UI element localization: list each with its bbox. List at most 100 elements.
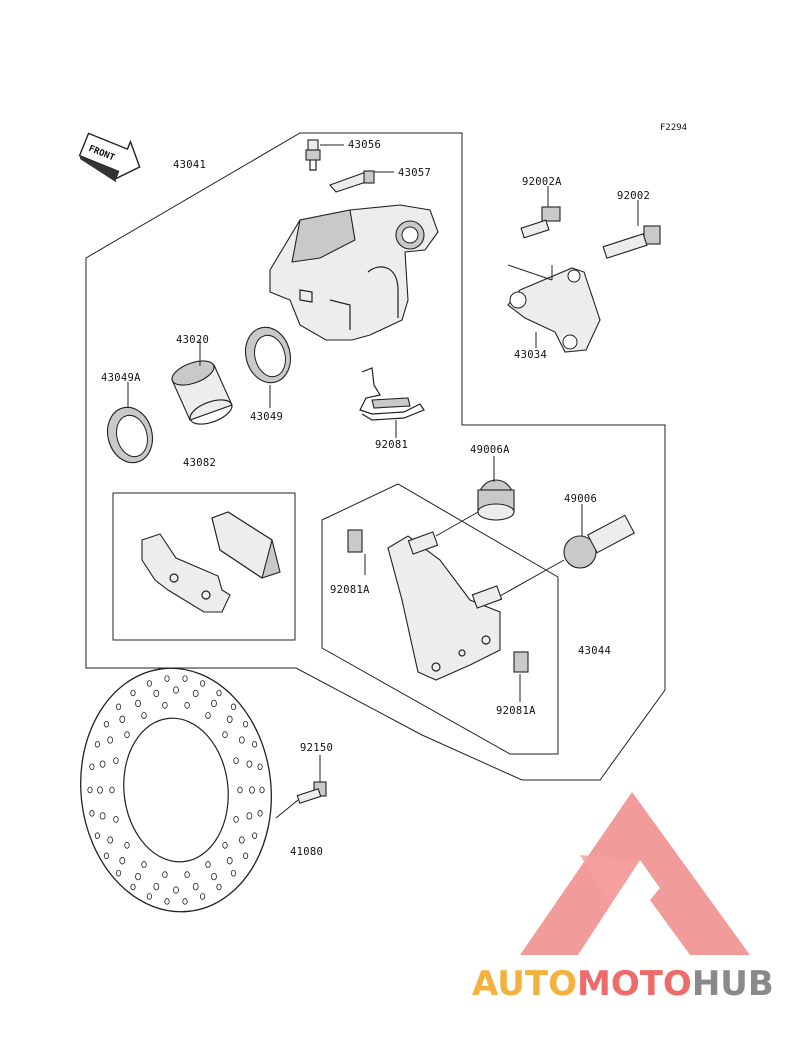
- label-92081: 92081: [375, 439, 408, 451]
- disc-hole: [182, 675, 188, 682]
- label-43082: 43082: [183, 457, 216, 469]
- disc-hole: [192, 689, 199, 698]
- disc-hole: [94, 741, 101, 748]
- disc-hole: [259, 786, 265, 794]
- brake-pads: [141, 511, 281, 613]
- disc-hole: [200, 893, 206, 900]
- disc-hole: [87, 786, 93, 794]
- disc-hole: [115, 703, 122, 711]
- bracket-assembly-frame: [321, 483, 559, 755]
- label-43044: 43044: [578, 645, 611, 657]
- pad-spring: [359, 367, 425, 421]
- label-92150: 92150: [300, 742, 333, 754]
- disc-hole: [238, 836, 245, 844]
- automotohub-logo: AUTOMOTOHUB: [472, 792, 774, 1004]
- bleeder-valve: [305, 139, 321, 171]
- disc-hole: [216, 689, 222, 697]
- label-92081a-upper: 92081A: [330, 584, 370, 596]
- front-arrow-icon: FRONT: [78, 132, 141, 183]
- disc-hole: [173, 886, 179, 894]
- label-92081a-lower: 92081A: [496, 705, 536, 717]
- torque-link-bracket: [507, 267, 601, 353]
- label-43049a: 43049A: [101, 372, 141, 384]
- disc-hole: [205, 861, 211, 868]
- logo-wordmark: AUTOMOTOHUB: [472, 964, 774, 1004]
- bleeder-cap: [329, 170, 375, 193]
- disc-hole: [97, 786, 103, 794]
- disc-hole: [99, 812, 106, 820]
- disc-hole: [135, 872, 141, 881]
- disc-hole: [211, 872, 217, 881]
- disc-hole: [252, 741, 258, 748]
- bracket-bolt-a: [520, 206, 561, 239]
- disc-hole: [94, 832, 101, 839]
- disc-hole: [119, 715, 126, 723]
- disc-hole: [226, 857, 233, 865]
- disc-hole: [146, 893, 152, 900]
- logo-word-hub: HUB: [692, 964, 774, 1004]
- disc-hole: [205, 712, 211, 719]
- disc-hole: [233, 757, 239, 764]
- disc-hole: [103, 852, 110, 860]
- caliper-piston: [171, 360, 233, 425]
- disc-hole: [246, 812, 253, 820]
- disc-hole: [141, 861, 147, 868]
- disc-hole: [124, 731, 130, 739]
- disc-hole: [135, 699, 141, 708]
- disc-mounting-bolt: [296, 781, 327, 804]
- disc-hole: [164, 675, 170, 682]
- disc-hole: [162, 701, 168, 709]
- disc-hole: [230, 869, 237, 877]
- brake-disc: [80, 667, 272, 913]
- disc-hole: [162, 871, 168, 879]
- label-92002a: 92002A: [522, 176, 562, 188]
- disc-hole: [109, 786, 115, 794]
- diagram-ref-code: F2294: [660, 123, 687, 133]
- caliper-body: [269, 204, 439, 341]
- label-43057: 43057: [398, 167, 431, 179]
- disc-hole: [222, 841, 228, 849]
- disc-hole: [184, 871, 190, 879]
- disc-hole: [146, 680, 152, 687]
- disc-hole: [164, 898, 170, 905]
- caliper-assembly-frame: [85, 132, 666, 781]
- label-43056: 43056: [348, 139, 381, 151]
- label-43049: 43049: [250, 411, 283, 423]
- disc-hole: [130, 883, 136, 891]
- disc-hole: [243, 852, 249, 860]
- label-41080: 41080: [290, 846, 323, 858]
- disc-hole: [243, 720, 249, 728]
- label-43034: 43034: [514, 349, 547, 361]
- piston-seal: [244, 326, 292, 384]
- disc-hole: [233, 816, 239, 823]
- disc-hole: [230, 703, 237, 711]
- disc-hole: [89, 763, 95, 770]
- disc-hole: [113, 757, 119, 764]
- label-43020: 43020: [176, 334, 209, 346]
- disc-hole: [103, 720, 110, 728]
- disc-hole: [252, 832, 258, 839]
- disc-hole: [226, 715, 233, 723]
- disc-vent-holes: [87, 675, 265, 905]
- disc-hole: [119, 857, 126, 865]
- disc-hole: [222, 731, 228, 739]
- disc-hole: [173, 686, 179, 694]
- disc-hole: [257, 763, 263, 770]
- logo-word-moto: MOTO: [577, 964, 692, 1004]
- disc-hole: [99, 760, 106, 768]
- disc-hole: [153, 689, 160, 698]
- disc-hole: [184, 701, 190, 709]
- disc-hole: [200, 680, 206, 687]
- piston-seal-a: [106, 406, 154, 464]
- disc-hole: [246, 760, 253, 768]
- pad-clip-upper: [347, 529, 363, 553]
- label-92002: 92002: [617, 190, 650, 202]
- slide-boot-a: [477, 479, 515, 521]
- disc-hole: [124, 841, 130, 849]
- disc-hole: [211, 699, 217, 708]
- disc-hole: [130, 689, 136, 697]
- label-49006a: 49006A: [470, 444, 510, 456]
- slide-pin-boot: [563, 514, 635, 569]
- disc-hole: [141, 712, 147, 719]
